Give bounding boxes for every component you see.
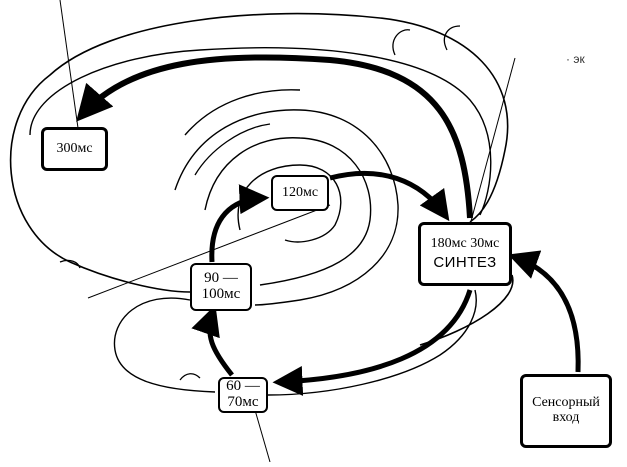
node-synthesis-times: 180мс 30мс [430,235,500,251]
arc-ring-2 [204,137,372,286]
node-300ms-label: 300мс [56,140,93,156]
sulcus-1 [392,29,411,56]
arc-ring-4 [184,89,301,136]
inner-contour-2 [29,47,492,216]
arc-ring-5 [194,123,271,176]
arrow-synthesis-to-300 [76,54,473,219]
node-90-100ms: 90 — 100мс [190,263,252,311]
sulcus-2 [443,25,461,51]
sulcus-3 [59,259,81,269]
node-synthesis: 180мс 30мс СИНТЕЗ [418,222,512,286]
node-sensory-line2: вход [552,410,580,425]
node-sensory-input: Сенсорный вход [520,374,612,448]
node-90-line1: 90 — [204,270,238,287]
node-120ms: 120мс [271,175,329,211]
arrow-120-to-synthesis [329,170,450,222]
stray-mark: · эк [566,52,585,66]
arrow-60-to-90 [191,304,234,377]
node-60-70ms: 60 — 70мс [218,377,268,413]
node-synthesis-title: СИНТЕЗ [433,254,497,272]
arrow-sensory-to-synthesis [507,250,581,373]
lower-loop-right [267,289,477,396]
lower-loop [113,297,216,393]
node-90-line2: 100мс [201,286,241,302]
guide-line-top [59,0,79,129]
guide-line-diagonal [87,204,331,299]
node-60-line2: 70мс [227,394,259,410]
node-60-line1: 60 — [226,378,260,395]
outer-outline-lower [69,261,191,293]
guide-line-bottom [254,409,271,463]
arrow-synthesis-to-60 [272,289,473,396]
node-sensory-line1: Сенсорный [532,395,600,411]
outer-outline [9,12,509,263]
sulcus-4 [179,373,201,381]
guide-line-right [469,57,516,226]
node-120ms-label: 120мс [281,184,319,200]
arrow-90-to-120 [209,184,270,263]
node-300ms: 300мс [41,127,108,171]
arc-ring-3 [174,109,399,306]
